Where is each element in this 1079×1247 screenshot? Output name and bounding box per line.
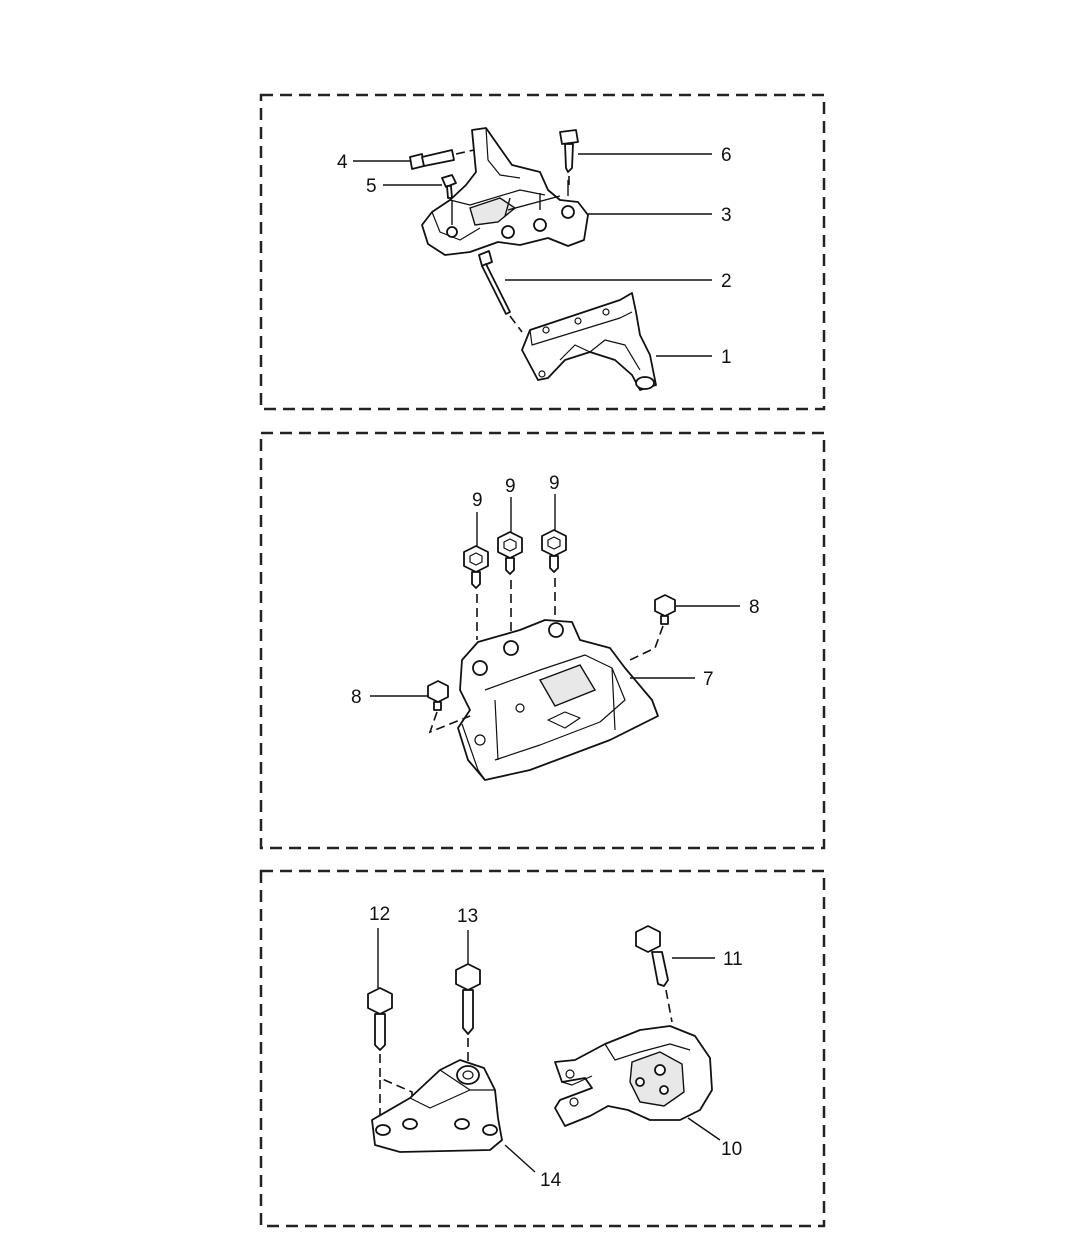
part-1-bracket [521, 292, 657, 391]
callout-3: 3 [721, 205, 732, 226]
part-8-bolt-left [427, 680, 471, 734]
upper-mount-panel: 4 5 6 3 2 1 [259, 93, 826, 411]
part-2-long-bolt [478, 250, 523, 333]
callout-7: 7 [703, 669, 714, 690]
callout-2: 2 [721, 271, 732, 292]
part-4-bolt [409, 149, 475, 170]
middle-panel-frame [259, 431, 826, 850]
part-8-bolt-right [629, 594, 676, 661]
part-5-bolt [441, 174, 457, 199]
lower-panel-frame [259, 869, 826, 1228]
callout-9-center: 9 [505, 476, 516, 497]
callout-14: 14 [540, 1170, 562, 1191]
callout-5: 5 [366, 176, 377, 197]
part-6-bolt [559, 129, 579, 190]
callout-8-left: 8 [351, 687, 362, 708]
part-12-bolt [367, 987, 413, 1115]
callout-6: 6 [721, 145, 732, 166]
callout-9-left: 9 [472, 490, 483, 511]
part-3-mount [421, 127, 589, 256]
callout-4: 4 [337, 152, 348, 173]
callout-9-right: 9 [549, 473, 560, 494]
part-14-bracket [371, 1059, 503, 1153]
callout-8-right: 8 [749, 597, 760, 618]
upper-panel-frame [259, 93, 826, 411]
callout-11: 11 [723, 949, 743, 970]
callout-13: 13 [457, 906, 478, 927]
part-9-bolt-right [541, 529, 567, 618]
part-11-bolt [635, 925, 673, 1023]
part-10-torque-mount [554, 1025, 713, 1127]
part-9-bolt-left [463, 545, 489, 640]
part-9-bolt-center [497, 531, 523, 632]
callout-10: 10 [721, 1139, 742, 1160]
middle-mount-panel: 9 9 9 8 7 8 [259, 431, 826, 850]
callout-1: 1 [721, 347, 732, 368]
lower-mount-panel: 12 13 11 10 14 [259, 869, 826, 1228]
part-7-mount [457, 619, 659, 781]
callout-12: 12 [369, 904, 390, 925]
